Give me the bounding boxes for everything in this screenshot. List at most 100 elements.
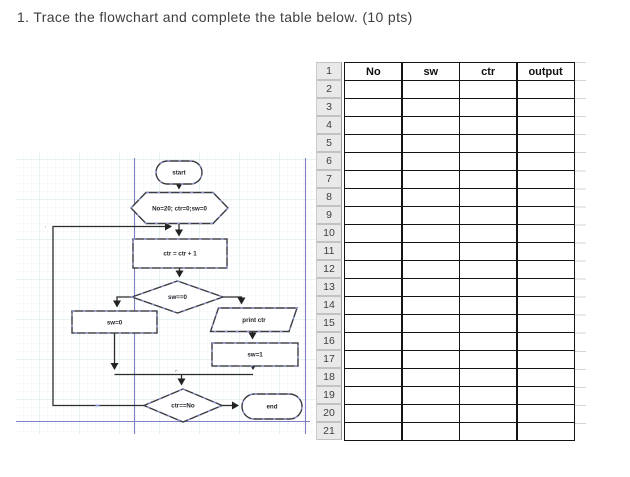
empty-table-cell	[460, 369, 517, 386]
empty-table-cell	[402, 243, 459, 260]
empty-table-cell	[460, 225, 517, 242]
increment-node	[132, 238, 228, 269]
row-number-cell: 1	[316, 62, 342, 80]
empty-table-cell	[460, 207, 517, 224]
print-node	[209, 307, 298, 333]
row-number-cell: 18	[316, 368, 342, 386]
empty-table-cell	[517, 333, 574, 350]
connection-point-dashes	[71, 160, 303, 423]
empty-table-cell	[402, 207, 459, 224]
empty-table-cell	[402, 99, 459, 116]
row-number-cell: 2	[316, 80, 342, 98]
end-node	[241, 393, 303, 420]
set-sw0-node	[71, 310, 158, 334]
empty-table-cell	[460, 243, 517, 260]
empty-table-cell	[460, 189, 517, 206]
empty-table-cell	[402, 153, 459, 170]
empty-table-cell	[517, 387, 574, 404]
empty-table-cell	[345, 207, 402, 224]
empty-table-cell	[402, 405, 459, 422]
flow-labels: start No=20; ctr=0;sw=0 ctr = ctr + 1 sw…	[107, 170, 278, 411]
empty-table-cell	[345, 243, 402, 260]
set-sw1-label: sw=1	[247, 352, 263, 359]
empty-table-cell	[402, 297, 459, 314]
empty-table-cell	[345, 99, 402, 116]
empty-table-cell	[345, 387, 402, 404]
empty-table-cell	[345, 279, 402, 296]
empty-table-cell	[517, 405, 574, 422]
set-sw0-label: sw=0	[107, 319, 123, 326]
empty-table-cell	[460, 171, 517, 188]
gridline-stubs	[575, 62, 586, 441]
empty-table-cell	[517, 135, 574, 152]
init-label: No=20; ctr=0;sw=0	[152, 205, 207, 212]
empty-table-cell	[517, 261, 574, 278]
empty-table-cell	[345, 189, 402, 206]
decision-ctr-label: ctr==No	[171, 403, 195, 410]
empty-table-cell	[345, 225, 402, 242]
empty-table-cell	[402, 387, 459, 404]
empty-table-cell	[402, 189, 459, 206]
empty-table-cell	[517, 297, 574, 314]
row-number-cell: 15	[316, 314, 342, 332]
empty-table-cell	[402, 171, 459, 188]
empty-table-cell	[460, 333, 517, 350]
empty-table-cell	[345, 297, 402, 314]
empty-table-cell	[345, 117, 402, 134]
row-number-cell: 21	[316, 422, 342, 440]
row-number-cell: 17	[316, 350, 342, 368]
connection-point-tick	[95, 404, 100, 407]
empty-table-cell	[345, 135, 402, 152]
increment-label: ctr = ctr + 1	[163, 251, 197, 258]
stray-marks: ʼ ⌐	[45, 226, 178, 375]
row-number-cell: 20	[316, 404, 342, 422]
row-number-cell: 13	[316, 278, 342, 296]
row-number-cell: 4	[316, 116, 342, 134]
empty-table-cell	[517, 423, 574, 440]
empty-table-cell	[460, 423, 517, 440]
column-header-cell: sw	[402, 63, 459, 80]
empty-table-cell	[402, 315, 459, 332]
empty-table-cell	[517, 171, 574, 188]
empty-table-cell	[345, 405, 402, 422]
empty-table-cell	[517, 369, 574, 386]
empty-table-cell	[517, 207, 574, 224]
empty-table-cell	[517, 189, 574, 206]
row-number-cell: 19	[316, 386, 342, 404]
empty-table-cell	[460, 117, 517, 134]
column-header-cell: ctr	[460, 63, 517, 80]
empty-table-cell	[402, 81, 459, 98]
empty-table-cell	[345, 261, 402, 278]
page-title: 1. Trace the flowchart and complete the …	[17, 9, 413, 25]
row-number-cell: 10	[316, 224, 342, 242]
empty-table-cell	[517, 99, 574, 116]
empty-table-cell	[460, 81, 517, 98]
empty-table-cell	[460, 261, 517, 278]
column-header-cell: No	[345, 63, 402, 80]
stray-mark: ⌐	[175, 369, 178, 375]
empty-table-cell	[460, 405, 517, 422]
row-number-cell: 6	[316, 152, 342, 170]
empty-table-cell	[402, 423, 459, 440]
empty-table-cell	[460, 153, 517, 170]
empty-table-cell	[517, 243, 574, 260]
row-number-cell: 3	[316, 98, 342, 116]
stray-mark: ʼ	[45, 226, 46, 232]
empty-table-cell	[402, 279, 459, 296]
empty-table-cell	[402, 135, 459, 152]
empty-table-cell	[517, 351, 574, 368]
empty-table-cell	[402, 117, 459, 134]
empty-table-cell	[345, 351, 402, 368]
print-label: print ctr	[242, 317, 266, 324]
set-sw1-node	[211, 342, 299, 367]
row-number-cell: 5	[316, 134, 342, 152]
empty-table-cell	[345, 81, 402, 98]
empty-table-cell	[402, 261, 459, 278]
empty-table-cell	[460, 99, 517, 116]
empty-table-cell	[517, 225, 574, 242]
end-label: end	[266, 404, 277, 411]
empty-table-cell	[345, 171, 402, 188]
empty-table-cell	[345, 423, 402, 440]
